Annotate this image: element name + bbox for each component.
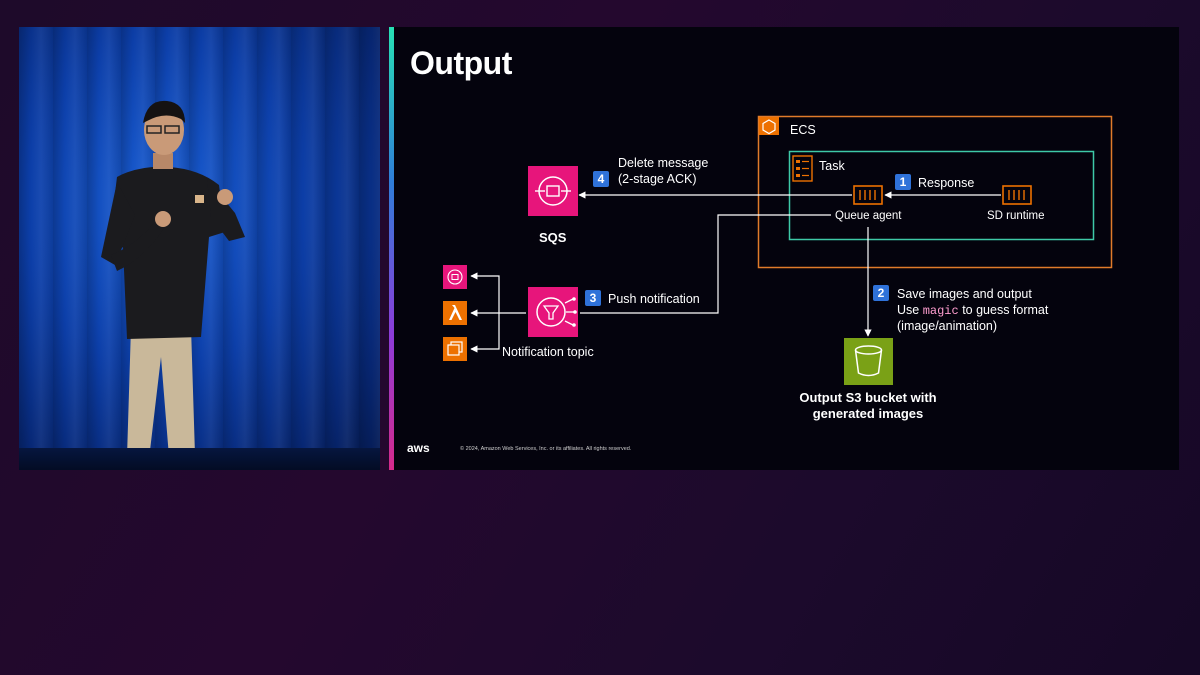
stage-floor [19, 448, 380, 470]
sqs-label: SQS [539, 230, 567, 245]
container-icon [853, 185, 883, 205]
presentation-slide: Output [389, 27, 1179, 470]
notification-topic-label: Notification topic [502, 345, 594, 359]
step-4-line1: Delete message [618, 156, 709, 170]
aws-logo: aws [407, 441, 430, 455]
footer-copyright: © 2024, Amazon Web Services, Inc. or its… [460, 446, 632, 452]
task-label: Task [819, 159, 845, 173]
architecture-diagram [443, 115, 1113, 385]
step-2-badge: 2 [873, 285, 889, 301]
s3-bucket-icon [844, 338, 893, 385]
speaker-video [19, 27, 380, 470]
sns-icon [528, 287, 578, 337]
step-1-label: Response [918, 176, 975, 190]
arrow-push-notification [580, 214, 831, 314]
step-2-line1: Save images and output [897, 287, 1032, 301]
magic-code: magic [922, 304, 959, 318]
sqs-icon [528, 166, 578, 216]
task-icon [792, 155, 813, 182]
step-2-line2-post: to guess format [958, 303, 1049, 317]
ecs-cluster-box [757, 115, 1113, 269]
lambda-icon [443, 301, 467, 325]
step-1-badge: 1 [895, 174, 911, 190]
slide-title: Output [410, 45, 512, 81]
step-2-line3: (image/animation) [897, 319, 998, 333]
s3-label-line1: Output S3 bucket with [799, 390, 937, 405]
container-icon [1002, 185, 1032, 205]
ecs-icon [759, 117, 779, 135]
fanout-arrows [470, 272, 526, 353]
slide-accent-bar [389, 27, 394, 470]
step-2-line2-pre: Use [897, 303, 923, 317]
s3-label-line2: generated images [812, 406, 924, 421]
ecs-label: ECS [790, 123, 816, 137]
speaker-figure [101, 100, 245, 467]
step-4-line2: (2-stage ACK) [618, 172, 697, 186]
step-3-label: Push notification [608, 292, 700, 306]
sqs-icon [443, 265, 467, 289]
queue-agent-label: Queue agent [835, 210, 902, 222]
batch-icon [443, 337, 467, 361]
sd-runtime-label: SD runtime [987, 210, 1045, 222]
step-2-line2: Use magic to guess format [897, 302, 1048, 319]
step-4-badge: 4 [593, 171, 609, 187]
step-3-badge: 3 [585, 290, 601, 306]
